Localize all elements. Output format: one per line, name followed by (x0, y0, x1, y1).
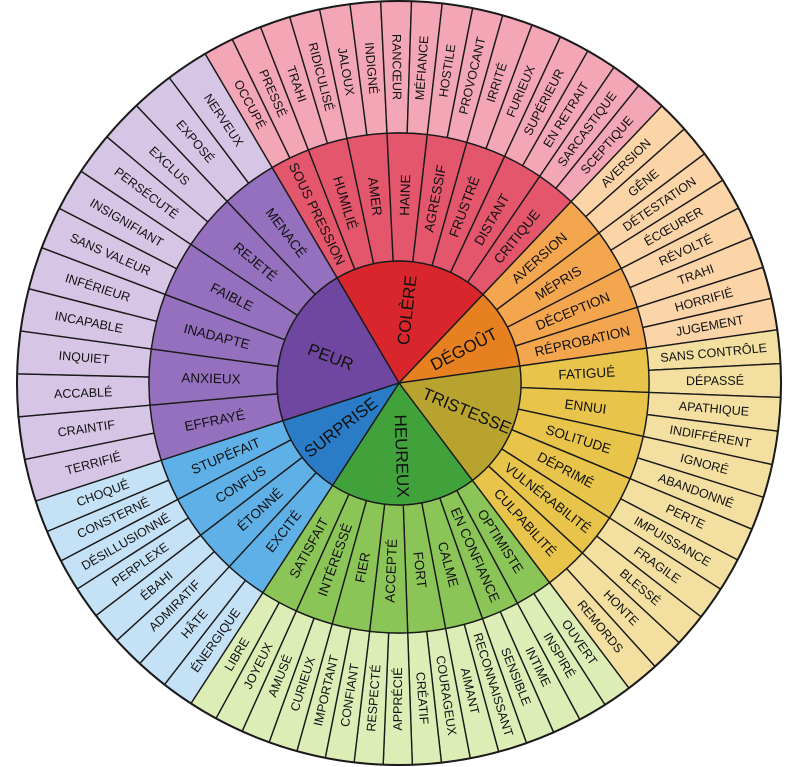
middle-label-haine: HAINE (397, 174, 413, 216)
outer-label-indigne: INDIGNÉ (362, 42, 382, 95)
outer-label-rancoeur: RANCŒUR (389, 34, 404, 100)
core-sector-surprise (282, 381, 401, 487)
middle-label-anxieux: ANXIEUX (181, 370, 241, 386)
middle-label-accepte: ACCEPTÉ (382, 539, 400, 603)
outer-label-inquiet: INQUIET (58, 349, 110, 367)
outer-label-depasse: DÉPASSÉ (686, 373, 744, 388)
outer-label-mefiance: MÉFIANCE (412, 35, 432, 101)
core-sector-degout (397, 293, 521, 384)
middle-ring (148, 132, 650, 634)
middle-label-fier: FIER (352, 551, 373, 584)
core-sector-tristesse (397, 365, 522, 482)
middle-label-ennui: ENNUI (564, 397, 608, 417)
middle-label-fatigue: FATIGUÉ (558, 364, 615, 382)
middle-label-amer: AMER (365, 176, 385, 217)
core-label-heureux: HEUREUX (391, 414, 413, 498)
core-sector-peur (276, 276, 401, 422)
core-sector-colere (336, 260, 484, 385)
outer-label-creatif: CRÉATIF (413, 671, 432, 725)
middle-label-fort: FORT (410, 551, 429, 589)
core-ring (276, 260, 522, 506)
outer-label-apprecie: APPRÉCIÉ (390, 667, 405, 730)
outer-label-apathique: APATHIQUE (678, 399, 749, 419)
core-sector-heureux (331, 381, 474, 506)
outer-label-accable: ACCABLÉ (54, 384, 113, 401)
outer-label-respecte: RESPECTÉ (363, 664, 383, 732)
wheel-rim (16, 0, 782, 766)
